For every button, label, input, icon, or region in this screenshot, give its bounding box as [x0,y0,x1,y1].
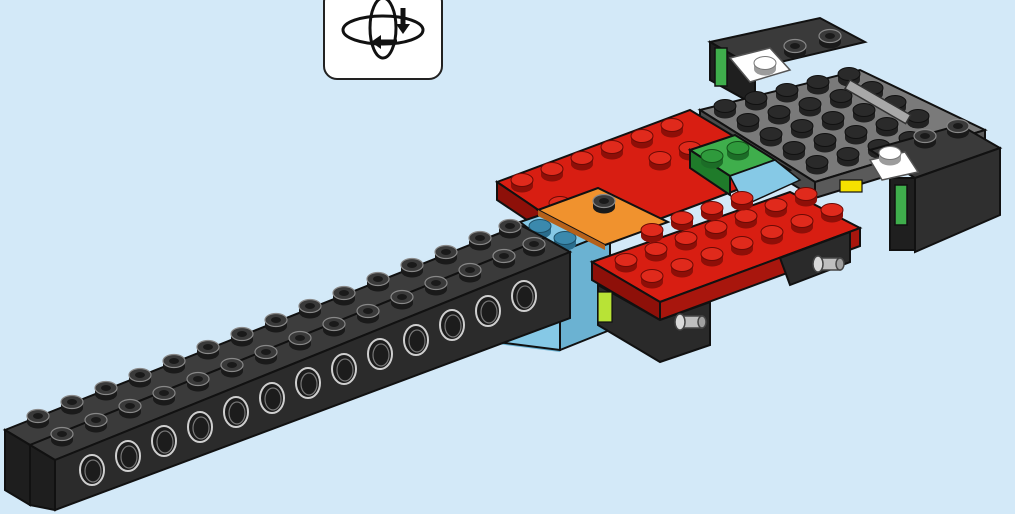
build-step-canvas [0,0,1015,514]
lego-model [0,0,1015,514]
